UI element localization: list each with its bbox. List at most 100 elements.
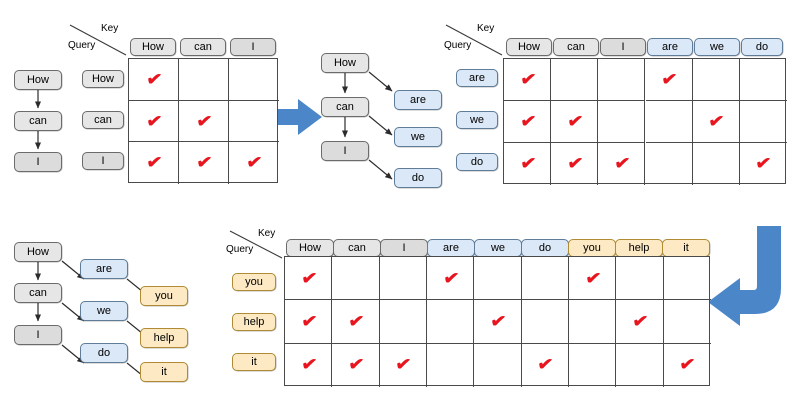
matrix3-cell[interactable] bbox=[474, 300, 522, 344]
matrix3-cell[interactable] bbox=[616, 257, 664, 301]
matrix2-cell[interactable] bbox=[598, 143, 646, 185]
matrix3-cell[interactable] bbox=[332, 343, 380, 387]
matrix1-cell[interactable] bbox=[229, 59, 279, 101]
tree2-node-i[interactable]: I bbox=[321, 141, 369, 161]
matrix1-cell[interactable] bbox=[129, 100, 179, 143]
matrix2-cell[interactable] bbox=[645, 101, 693, 143]
matrix2-cell[interactable] bbox=[739, 59, 787, 101]
matrix1-cell[interactable] bbox=[179, 59, 229, 101]
matrix1-cell[interactable] bbox=[179, 142, 229, 184]
arrow-step2-to-step3 bbox=[708, 226, 781, 326]
tree3-node-it[interactable]: it bbox=[140, 362, 188, 382]
matrix2-cell[interactable] bbox=[598, 59, 646, 101]
matrix1-col-can[interactable]: can bbox=[180, 38, 226, 56]
matrix3-col-help[interactable]: help bbox=[615, 239, 663, 257]
tree3-node-help[interactable]: help bbox=[140, 328, 188, 348]
matrix3-col-you[interactable]: you bbox=[568, 239, 616, 257]
matrix3-cell[interactable] bbox=[332, 300, 380, 344]
matrix2-col-i[interactable]: I bbox=[600, 38, 646, 56]
matrix3-cell[interactable] bbox=[285, 343, 333, 387]
matrix2-col-do[interactable]: do bbox=[741, 38, 783, 56]
tree3-node-i[interactable]: I bbox=[14, 325, 62, 345]
matrix2-cell[interactable] bbox=[693, 143, 740, 185]
matrix2-cell[interactable] bbox=[646, 143, 693, 185]
matrix3-cell[interactable] bbox=[522, 343, 569, 387]
matrix3-col-can[interactable]: can bbox=[333, 239, 381, 257]
tree3-node-can[interactable]: can bbox=[14, 283, 62, 303]
matrix3-col-are[interactable]: are bbox=[427, 239, 475, 257]
matrix3-col-it[interactable]: it bbox=[662, 239, 710, 257]
matrix1-row-can[interactable]: can bbox=[82, 111, 124, 129]
matrix3-cell[interactable] bbox=[474, 343, 522, 387]
matrix3-cell[interactable] bbox=[663, 257, 711, 301]
matrix1-cell[interactable] bbox=[179, 100, 229, 143]
matrix3-cell[interactable] bbox=[616, 300, 664, 344]
matrix3-cell[interactable] bbox=[379, 257, 427, 301]
matrix2-cell[interactable] bbox=[645, 59, 693, 101]
matrix2-cell[interactable] bbox=[551, 59, 599, 101]
tree3-node-we[interactable]: we bbox=[80, 301, 128, 321]
matrix2-cell[interactable] bbox=[692, 59, 740, 101]
matrix3-cell[interactable] bbox=[521, 257, 569, 301]
matrix1-row-i[interactable]: I bbox=[82, 152, 124, 170]
matrix3-cell[interactable] bbox=[521, 300, 569, 344]
matrix1-col-how[interactable]: How bbox=[130, 38, 176, 56]
matrix3-cell[interactable] bbox=[379, 300, 427, 344]
attention-matrix-step-1[interactable]: ✔✔✔✔✔✔ bbox=[128, 58, 279, 184]
matrix2-cell[interactable] bbox=[551, 143, 599, 185]
matrix3-cell[interactable] bbox=[427, 300, 475, 344]
matrix2-col-we[interactable]: we bbox=[694, 38, 740, 56]
matrix2-cell[interactable] bbox=[504, 101, 552, 143]
matrix2-cell[interactable] bbox=[504, 59, 552, 101]
tree3-node-how[interactable]: How bbox=[14, 242, 62, 262]
matrix3-cell[interactable] bbox=[569, 343, 617, 387]
tree2-node-do[interactable]: do bbox=[394, 168, 442, 188]
matrix2-cell[interactable] bbox=[692, 101, 740, 143]
matrix1-cell[interactable] bbox=[129, 59, 179, 101]
matrix1-cell[interactable] bbox=[129, 142, 179, 184]
matrix3-col-do[interactable]: do bbox=[521, 239, 569, 257]
matrix2-col-how[interactable]: How bbox=[506, 38, 552, 56]
matrix3-row-it[interactable]: it bbox=[232, 353, 276, 371]
matrix3-cell[interactable] bbox=[569, 257, 617, 301]
matrix3-cell[interactable] bbox=[285, 300, 333, 344]
tree3-node-are[interactable]: are bbox=[80, 259, 128, 279]
tree-node-i[interactable]: I bbox=[14, 152, 62, 172]
tree2-node-are[interactable]: are bbox=[394, 90, 442, 110]
matrix3-cell[interactable] bbox=[427, 257, 475, 301]
tree2-node-how[interactable]: How bbox=[321, 53, 369, 73]
tree3-node-do[interactable]: do bbox=[80, 343, 128, 363]
matrix3-col-i[interactable]: I bbox=[380, 239, 428, 257]
matrix3-cell[interactable] bbox=[427, 343, 475, 387]
matrix3-cell[interactable] bbox=[380, 343, 427, 387]
matrix3-cell[interactable] bbox=[663, 300, 711, 344]
matrix3-col-how[interactable]: How bbox=[286, 239, 334, 257]
matrix3-cell[interactable] bbox=[332, 257, 380, 301]
matrix2-col-can[interactable]: can bbox=[553, 38, 599, 56]
tree3-node-you[interactable]: you bbox=[140, 286, 188, 306]
matrix2-row-do[interactable]: do bbox=[456, 153, 498, 171]
matrix3-row-you[interactable]: you bbox=[232, 273, 276, 291]
matrix3-cell[interactable] bbox=[569, 300, 617, 344]
matrix3-cell[interactable] bbox=[616, 343, 664, 387]
matrix1-row-how[interactable]: How bbox=[82, 70, 124, 88]
attention-matrix-step-3[interactable]: ✔✔✔✔✔✔✔✔✔✔✔✔ bbox=[284, 256, 711, 387]
matrix3-col-we[interactable]: we bbox=[474, 239, 522, 257]
matrix2-cell[interactable] bbox=[598, 101, 646, 143]
tree2-node-we[interactable]: we bbox=[394, 127, 442, 147]
matrix2-col-are[interactable]: are bbox=[647, 38, 693, 56]
tree-node-can[interactable]: can bbox=[14, 111, 62, 131]
matrix1-cell[interactable] bbox=[229, 101, 279, 143]
tree2-node-can[interactable]: can bbox=[321, 97, 369, 117]
matrix2-cell[interactable] bbox=[739, 101, 787, 143]
matrix3-cell[interactable] bbox=[285, 257, 333, 301]
matrix2-cell[interactable] bbox=[551, 101, 599, 143]
matrix3-cell[interactable] bbox=[474, 257, 522, 301]
attention-matrix-step-2[interactable]: ✔✔✔✔✔✔✔✔✔ bbox=[503, 58, 787, 185]
matrix2-row-we[interactable]: we bbox=[456, 111, 498, 129]
tree-node-how[interactable]: How bbox=[14, 70, 62, 90]
matrix3-row-help[interactable]: help bbox=[232, 313, 276, 331]
matrix2-row-are[interactable]: are bbox=[456, 69, 498, 87]
matrix1-col-i[interactable]: I bbox=[230, 38, 276, 56]
matrix2-cell[interactable] bbox=[504, 143, 552, 185]
